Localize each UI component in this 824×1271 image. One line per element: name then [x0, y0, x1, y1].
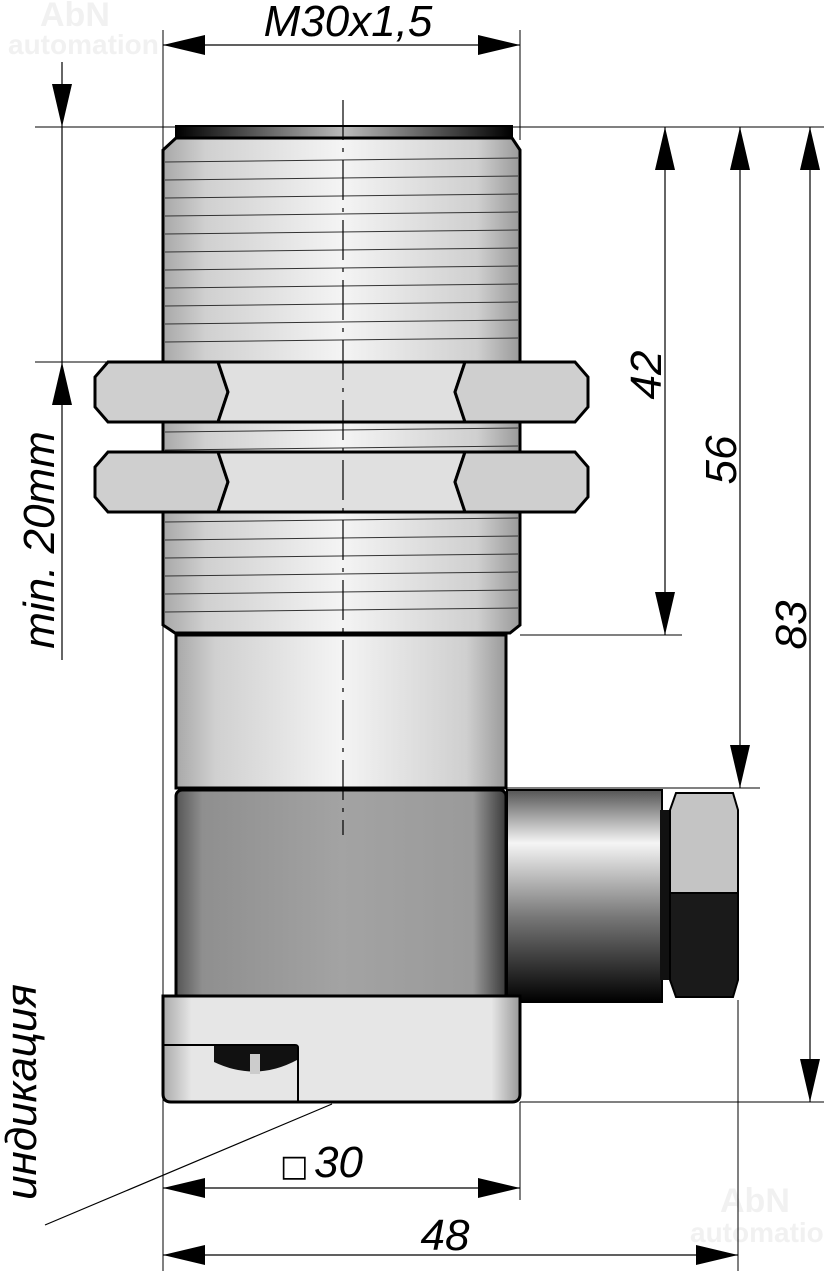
watermark-text-2: automation: [690, 1217, 824, 1248]
lock-nut-lower: [93, 450, 590, 514]
sensor-sleeve: [174, 633, 508, 790]
dimension-56-label: 56: [697, 435, 746, 484]
dimension-30-label: 30: [314, 1138, 363, 1187]
thread-line: [164, 571, 519, 577]
thread-line: [164, 229, 519, 235]
indication-label: индикация: [0, 984, 46, 1200]
thread-line: [164, 319, 519, 325]
gland-nut: [669, 792, 739, 998]
thread-line: [164, 589, 519, 595]
watermark-text: automation: [8, 29, 159, 60]
thread-line: [164, 283, 519, 289]
thread-line: [164, 301, 519, 307]
dimension-42-label: 42: [622, 351, 671, 400]
thread-line: [164, 445, 519, 451]
thread-line: [164, 517, 519, 523]
square-symbol-icon: □: [280, 1149, 308, 1184]
thread-line: [164, 265, 519, 271]
lock-nut-upper: [93, 360, 590, 424]
watermark-bottom: AbN automation: [690, 1182, 824, 1248]
thread-line: [164, 535, 519, 541]
dimension-48-label: 48: [421, 1211, 470, 1260]
base-plate: [161, 994, 522, 1104]
thread-line: [164, 175, 519, 181]
thread-line: [164, 337, 519, 343]
thread-size-label: M30x1,5: [264, 0, 433, 46]
thread-line: [164, 607, 519, 613]
thread-line: [164, 193, 519, 199]
thread-line: [164, 553, 519, 559]
watermark-logo-2: AbN: [720, 1182, 790, 1220]
dimension-83-label: 83: [767, 600, 816, 649]
connector-housing: [174, 788, 508, 1002]
dimension-lines: [44, 35, 820, 1265]
thread-line: [164, 247, 519, 253]
watermark-top: AbN automation: [8, 0, 159, 60]
cable-gland: [506, 789, 663, 1003]
thread-line: [164, 427, 519, 433]
thread-line: [164, 211, 519, 217]
min-distance-label: min. 20mm: [15, 431, 64, 649]
thread-line: [164, 157, 519, 163]
watermark-logo: AbN: [40, 0, 110, 34]
